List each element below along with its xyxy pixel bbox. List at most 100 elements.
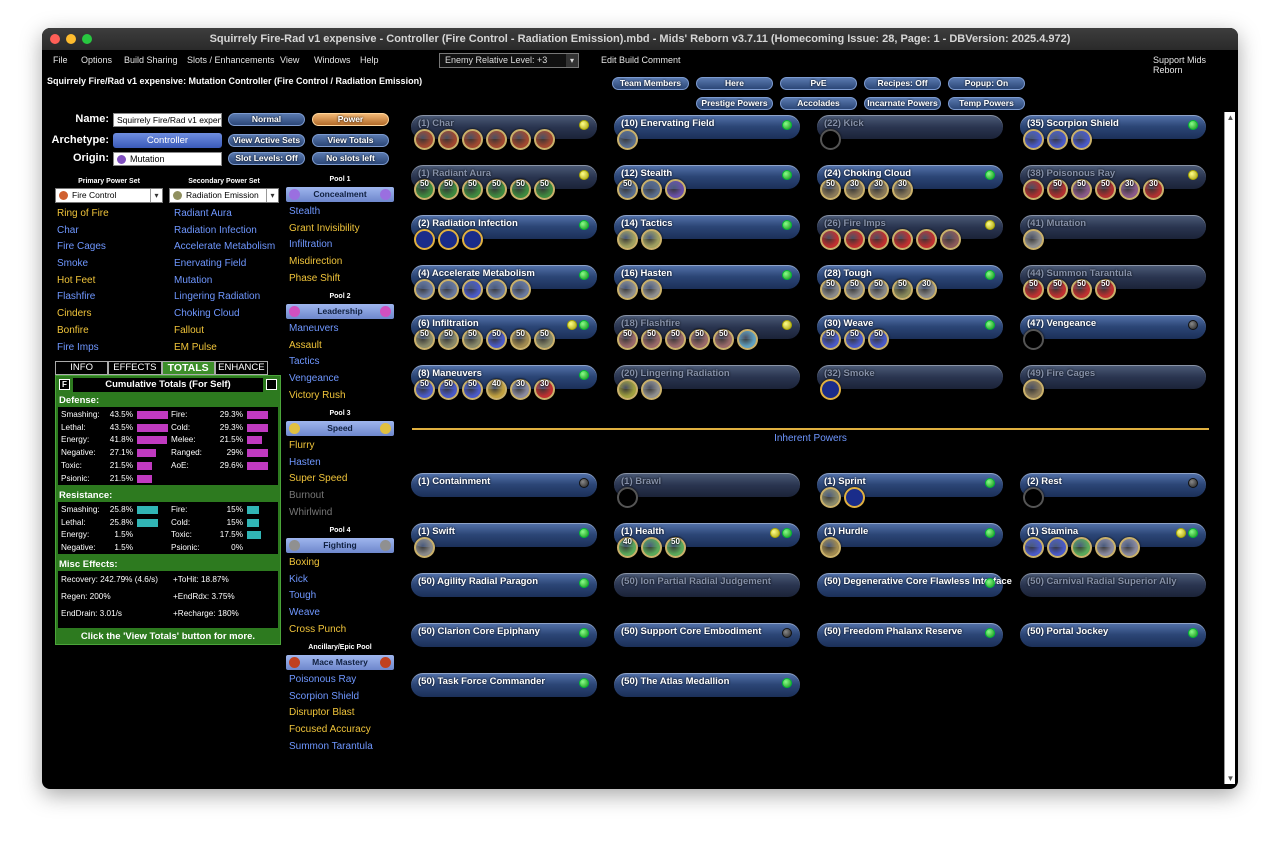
power-list-item[interactable]: Super Speed (289, 473, 348, 485)
secondary-set-select[interactable]: Radiation Emission▾ (169, 188, 279, 203)
menu-slots-enhancements[interactable]: Slots / Enhancements (187, 55, 275, 65)
menu-windows[interactable]: Windows (314, 55, 351, 65)
enhancement-slot[interactable]: 50 (665, 537, 686, 558)
enhancement-slot[interactable]: 50 (438, 379, 459, 400)
enhancement-slot[interactable]: 30 (916, 279, 937, 300)
enhancement-slot[interactable] (617, 487, 638, 508)
power-list-item[interactable]: Poisonous Ray (289, 674, 357, 685)
enhancement-slot[interactable] (641, 229, 662, 250)
edit-build-comment-button[interactable]: Edit Build Comment (601, 55, 681, 65)
enhancement-slot[interactable]: 50 (641, 329, 662, 350)
enhancement-slot[interactable] (737, 329, 758, 350)
enhancement-slot[interactable] (534, 129, 555, 150)
enhancement-slot[interactable] (1023, 229, 1044, 250)
menu-help[interactable]: Help (360, 55, 379, 65)
enemy-level-select[interactable]: Enemy Relative Level: +3▾ (439, 53, 579, 68)
enhancement-slot[interactable] (414, 229, 435, 250)
enhancement-slot[interactable] (1023, 379, 1044, 400)
enhancement-slot[interactable]: 50 (665, 329, 686, 350)
power-list-item[interactable]: Maneuvers (289, 323, 339, 334)
enhancement-slot[interactable] (820, 379, 841, 400)
power-list-item[interactable]: Bonfire (57, 324, 89, 336)
enhancement-slot[interactable] (1047, 537, 1068, 558)
enhancement-slot[interactable]: 50 (892, 279, 913, 300)
enhancement-slot[interactable]: 50 (868, 329, 889, 350)
pool-select[interactable]: Fighting (286, 538, 394, 553)
enhancement-slot[interactable]: 50 (617, 329, 638, 350)
power-list-item[interactable]: Smoke (57, 258, 89, 270)
slot-levels-button[interactable]: Slot Levels: Off (228, 152, 305, 165)
power-slot-bar[interactable]: (50) Support Core Embodiment (614, 623, 800, 647)
enhancement-slot[interactable] (820, 129, 841, 150)
enhancement-slot[interactable]: 50 (510, 179, 531, 200)
power-slot-bar[interactable]: (50) The Atlas Medallion (614, 673, 800, 697)
power-list-item[interactable]: Fire Cages (57, 241, 106, 253)
enhancement-slot[interactable] (641, 537, 662, 558)
power-list-item[interactable]: Vengeance (289, 373, 340, 385)
enhancement-slot[interactable] (1023, 329, 1044, 350)
power-slot-bar[interactable]: (1) Hurdle (817, 523, 1003, 547)
tab-effects[interactable]: EFFECTS (108, 361, 162, 375)
enhancement-slot[interactable] (462, 279, 483, 300)
enhancement-slot[interactable] (617, 229, 638, 250)
prestige-powers-button[interactable]: Prestige Powers (696, 97, 773, 110)
enhancement-slot[interactable]: 50 (462, 379, 483, 400)
enhancement-slot[interactable] (414, 537, 435, 558)
enhancement-slot[interactable]: 50 (1071, 179, 1092, 200)
enhancement-slot[interactable]: 30 (1119, 179, 1140, 200)
power-list-item[interactable]: Enervating Field (174, 258, 247, 270)
power-list-item[interactable]: Infiltration (289, 239, 333, 251)
pool-select[interactable]: Concealment (286, 187, 394, 202)
enhancement-slot[interactable] (1023, 537, 1044, 558)
enhancement-slot[interactable] (641, 379, 662, 400)
menu-build-sharing[interactable]: Build Sharing (124, 55, 178, 65)
power-slot-bar[interactable]: (14) Tactics (614, 215, 800, 239)
tab-enhance[interactable]: ENHANCE (214, 361, 268, 375)
enhancement-slot[interactable] (462, 229, 483, 250)
power-slot-bar[interactable]: (50) Degenerative Core Flawless Interfac… (817, 573, 1012, 597)
name-field[interactable]: Squirrely Fire/Rad v1 expens (113, 113, 222, 127)
view-totals-button[interactable]: View Totals (312, 134, 389, 147)
power-slot-bar[interactable]: (1) Containment (411, 473, 597, 497)
enhancement-slot[interactable]: 30 (844, 179, 865, 200)
power-list-item[interactable]: Choking Cloud (174, 308, 240, 320)
power-slot-bar[interactable]: (50) Ion Partial Radial Judgement (614, 573, 800, 597)
no-slots-left-button[interactable]: No slots left (312, 152, 389, 165)
enhancement-slot[interactable] (820, 487, 841, 508)
origin-select[interactable]: Mutation (113, 152, 222, 166)
power-list-item[interactable]: Tough (289, 590, 317, 602)
power-list-item[interactable]: Hasten (289, 456, 321, 468)
enhancement-slot[interactable]: 30 (868, 179, 889, 200)
enhancement-slot[interactable] (510, 129, 531, 150)
power-slot-bar[interactable]: (41) Mutation (1020, 215, 1206, 239)
power-list-item[interactable]: Flurry (289, 440, 315, 451)
power-list-item[interactable]: Burnout (289, 490, 325, 502)
scroll-up-icon[interactable]: ▲ (1226, 113, 1235, 122)
enhancement-slot[interactable] (641, 179, 662, 200)
menu-file[interactable]: File (53, 55, 68, 65)
power-slot-bar[interactable]: (49) Fire Cages (1020, 365, 1206, 389)
enhancement-slot[interactable] (462, 129, 483, 150)
power-list-item[interactable]: Accelerate Metabolism (174, 241, 276, 253)
popup-button[interactable]: Popup: On (948, 77, 1025, 90)
pool-select[interactable]: Leadership (286, 304, 394, 319)
enhancement-slot[interactable]: 50 (1095, 279, 1116, 300)
power-slot-bar[interactable]: (47) Vengeance (1020, 315, 1206, 339)
power-list-item[interactable]: Focused Accuracy (289, 724, 371, 736)
power-list-item[interactable]: Fallout (174, 324, 205, 336)
power-list-item[interactable]: Cinders (57, 308, 92, 320)
enhancement-slot[interactable]: 50 (820, 329, 841, 350)
normal-button[interactable]: Normal (228, 113, 305, 126)
enhancement-slot[interactable] (844, 487, 865, 508)
enhancement-slot[interactable]: 40 (617, 537, 638, 558)
enhancement-slot[interactable] (892, 229, 913, 250)
enhancement-slot[interactable] (641, 279, 662, 300)
power-list-item[interactable]: Scorpion Shield (289, 690, 360, 702)
enhancement-slot[interactable] (844, 229, 865, 250)
power-list-item[interactable]: Kick (289, 573, 308, 585)
enhancement-slot[interactable]: 50 (438, 179, 459, 200)
power-slot-bar[interactable]: (22) Kick (817, 115, 1003, 139)
enhancement-slot[interactable]: 50 (689, 329, 710, 350)
zoom-icon[interactable] (82, 34, 92, 44)
totals-checkbox[interactable] (266, 379, 277, 390)
